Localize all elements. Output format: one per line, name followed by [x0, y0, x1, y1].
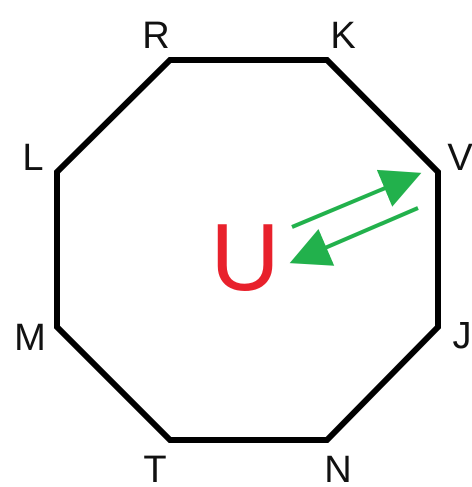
arrow-u-to-v — [291, 169, 422, 229]
vertex-label-m: M — [14, 317, 46, 359]
vertex-label-k: K — [330, 15, 355, 57]
arrow-v-to-u — [289, 206, 419, 266]
vertex-label-n: N — [324, 449, 351, 487]
vertex-label-j: J — [453, 315, 472, 357]
vertex-label-t: T — [143, 449, 166, 487]
center-label-u: U — [210, 204, 279, 311]
vertex-label-r: R — [142, 15, 169, 57]
octagon-outline — [54, 57, 441, 443]
vertex-label-l: L — [22, 137, 43, 179]
vertex-label-v: V — [447, 137, 472, 179]
